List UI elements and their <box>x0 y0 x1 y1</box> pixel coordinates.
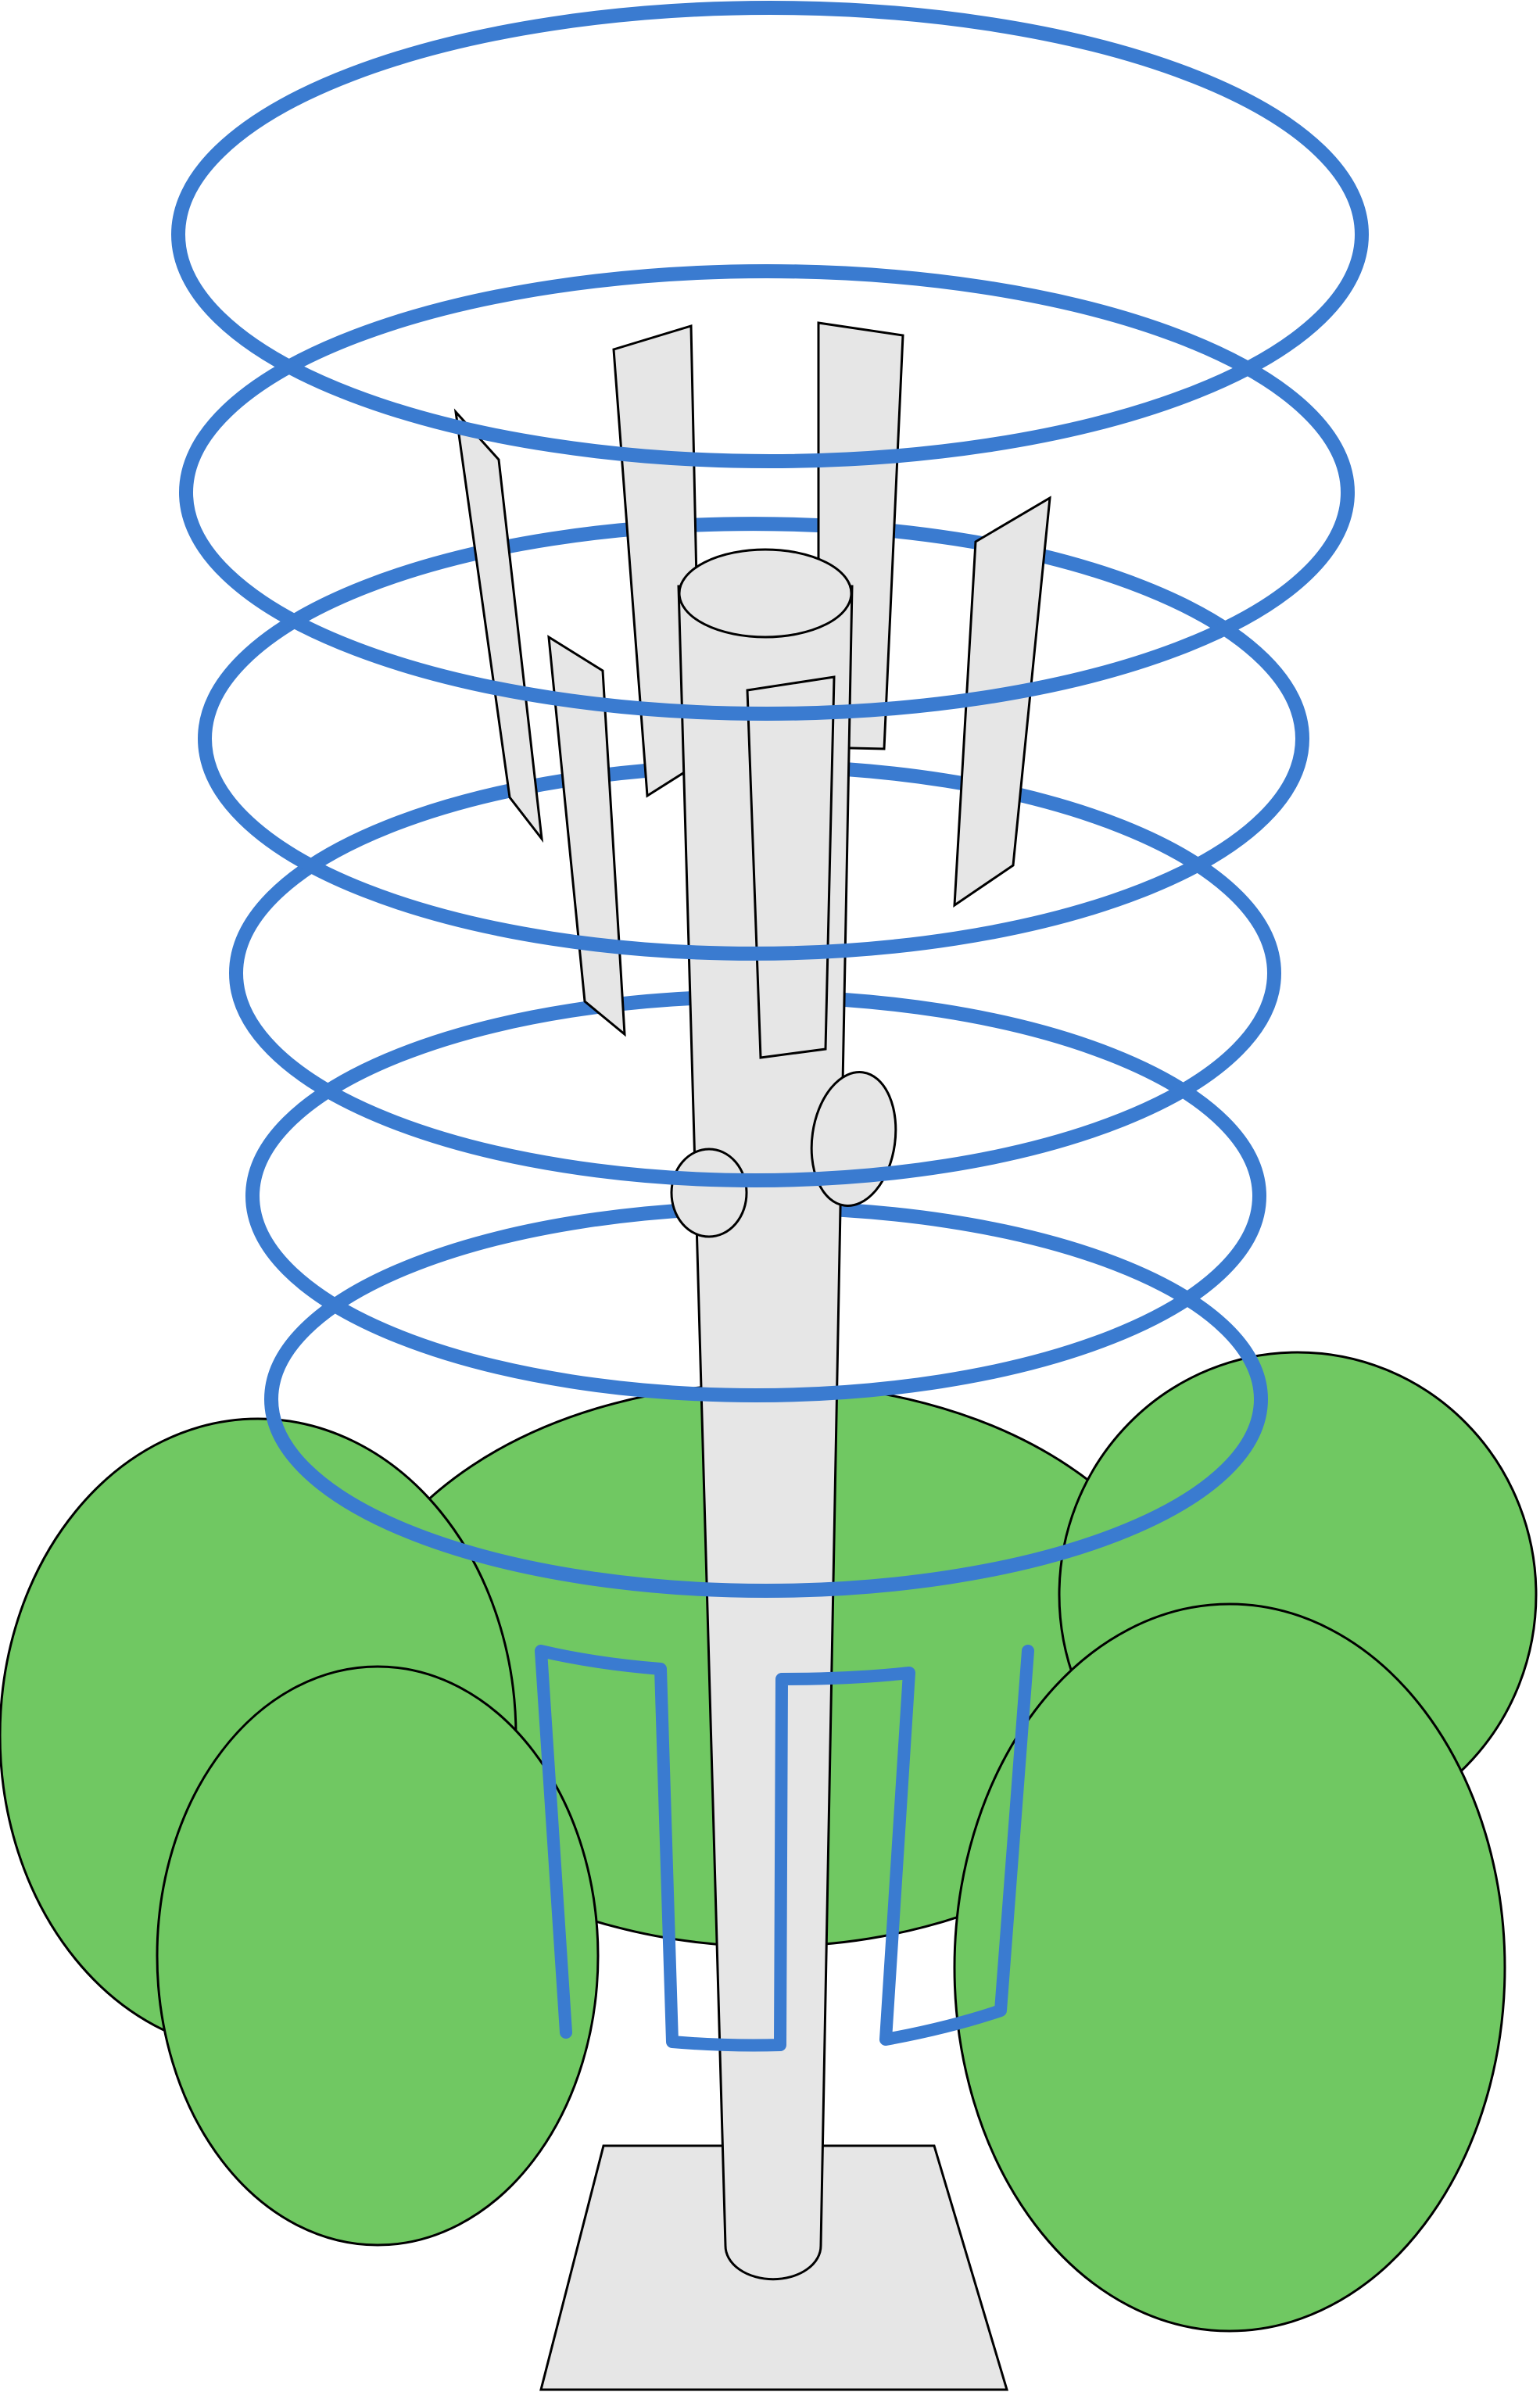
signal-ring-1-back <box>171 1 1369 235</box>
antenna-panel-pole-front <box>746 675 836 1059</box>
root-conduit-left <box>535 1645 1034 2052</box>
signal-ring-4-front <box>229 972 1281 1187</box>
root-conduits <box>535 1645 1034 2052</box>
signal-ring-3-back <box>198 517 1309 739</box>
signal-ring-1-front <box>171 234 1369 468</box>
foliage-group <box>0 1351 1538 2333</box>
tree-canopy-left-front <box>156 1665 600 2247</box>
signal-ring-2-back <box>179 264 1355 493</box>
signal-ring-6-front <box>264 1398 1268 1598</box>
dish-antenna-left <box>670 1148 748 1238</box>
signal-ring-5-front <box>245 1195 1266 1402</box>
signal-rings-front <box>171 234 1369 1598</box>
tower-pole-top-cap <box>678 548 853 639</box>
antenna-panel-left-lower <box>547 635 626 1037</box>
tree-canopy-right-front <box>953 1602 1506 2333</box>
signal-ring-3-front <box>198 738 1309 961</box>
signal-ring-2-front <box>179 492 1355 721</box>
antenna-panel-far-left <box>453 408 544 843</box>
